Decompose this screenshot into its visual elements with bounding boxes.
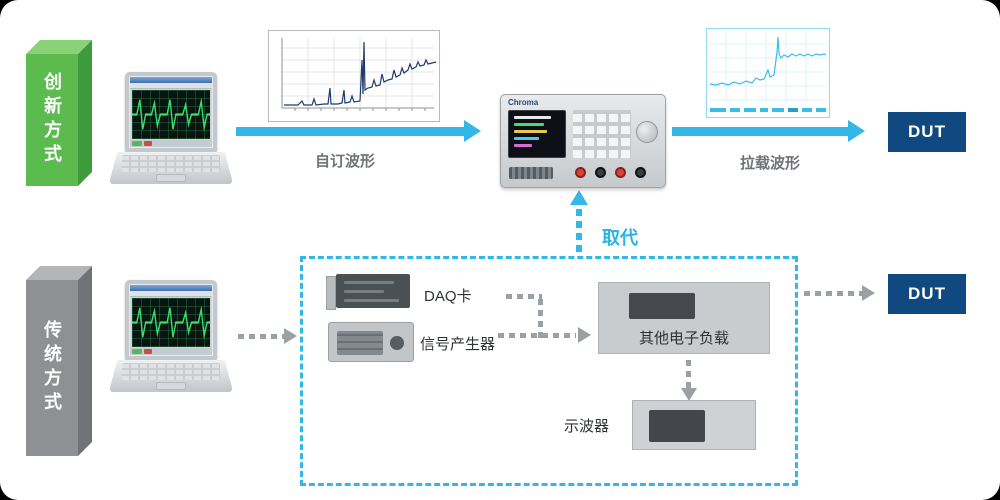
dut-label: DUT (908, 122, 946, 141)
custom-waveform-chart (268, 30, 440, 122)
laptop-innovation (110, 72, 232, 186)
custom-waveform-arrow-head (464, 120, 481, 142)
window-titlebar (130, 77, 212, 83)
load-waveform-arrow-head (848, 120, 865, 142)
signal-generator-knob (390, 336, 404, 350)
load-to-scope-arrow-head (681, 388, 697, 401)
laptop-base (110, 152, 232, 184)
instrument-terminals (575, 167, 646, 178)
load-waveform-label: 拉载波形 (739, 155, 800, 172)
laptop-screen (125, 280, 217, 360)
setup-to-dut-arrow-head (862, 285, 875, 301)
other-electronic-load-display (629, 293, 695, 319)
load-to-scope-line (686, 358, 691, 388)
daq-card-body (336, 274, 410, 308)
setup-to-dut-line (804, 291, 862, 296)
replace-arrow (576, 204, 582, 252)
laptop-touchpad (156, 382, 186, 390)
replace-arrow-head (570, 190, 588, 205)
innovation-method-box: 创新方式 (26, 40, 92, 186)
signal-generator (328, 322, 414, 362)
dut-box-traditional: DUT (888, 274, 966, 314)
daq-connection-line-vertical (538, 294, 543, 338)
instrument-brand-logo: Chroma (508, 98, 539, 107)
window-statusbar (130, 348, 212, 355)
load-waveform-arrow (672, 127, 848, 136)
laptop-traditional (110, 280, 232, 394)
laptop-screen (125, 72, 217, 152)
traditional-setup-box (300, 256, 798, 486)
signal-generator-label: 信号产生器 (420, 336, 496, 353)
laptop-to-setup-line (238, 334, 284, 339)
replace-label: 取代 (602, 228, 638, 248)
traditional-method-box: 传统方式 (26, 266, 92, 456)
other-load-arrow-head (578, 327, 591, 343)
window-toolbar (130, 291, 212, 297)
daq-card-label: DAQ卡 (424, 288, 472, 305)
window-toolbar (130, 83, 212, 89)
dut-label: DUT (908, 284, 946, 303)
load-waveform-chart (706, 28, 830, 118)
instrument-knob (636, 121, 658, 143)
other-electronic-load-label: 其他电子负载 (638, 330, 729, 347)
gray-3d-box-shape (26, 266, 92, 456)
green-waveform (132, 305, 210, 340)
oscilloscope-screen (649, 410, 705, 442)
laptop-keyboard (122, 155, 220, 172)
custom-waveform-arrow (236, 127, 464, 136)
custom-waveform-plot (268, 30, 440, 122)
traditional-method-label: 传统方式 (42, 320, 62, 416)
daq-card (326, 274, 412, 312)
waveform-software-window (130, 285, 212, 355)
instrument-keypad (573, 110, 631, 158)
laptop-touchpad (156, 174, 186, 182)
signal-generator-connection-line (498, 333, 576, 338)
waveform-software-window (130, 77, 212, 147)
laptop-to-setup-arrow-head (284, 328, 297, 344)
daq-card-bracket (326, 276, 336, 310)
green-3d-box-shape (26, 40, 92, 186)
laptop-keyboard (122, 363, 220, 380)
green-waveform (132, 97, 210, 132)
laptop-base (110, 360, 232, 392)
window-statusbar (130, 140, 212, 147)
dut-box-innovation: DUT (888, 112, 966, 152)
oscilloscope-label: 示波器 (564, 418, 610, 435)
load-waveform-plot (706, 28, 830, 118)
instrument-vent (509, 167, 553, 179)
other-electronic-load: 其他电子负载 (598, 282, 770, 354)
software-plot-area (132, 90, 210, 139)
instrument-display (508, 110, 566, 158)
innovation-method-label: 创新方式 (42, 72, 62, 168)
chroma-instrument: Chroma (500, 94, 666, 188)
software-plot-area (132, 298, 210, 347)
daq-connection-line (506, 294, 542, 299)
oscilloscope (632, 400, 756, 450)
window-titlebar (130, 285, 212, 291)
custom-waveform-label: 自订波形 (314, 153, 375, 170)
signal-generator-display (337, 331, 383, 355)
